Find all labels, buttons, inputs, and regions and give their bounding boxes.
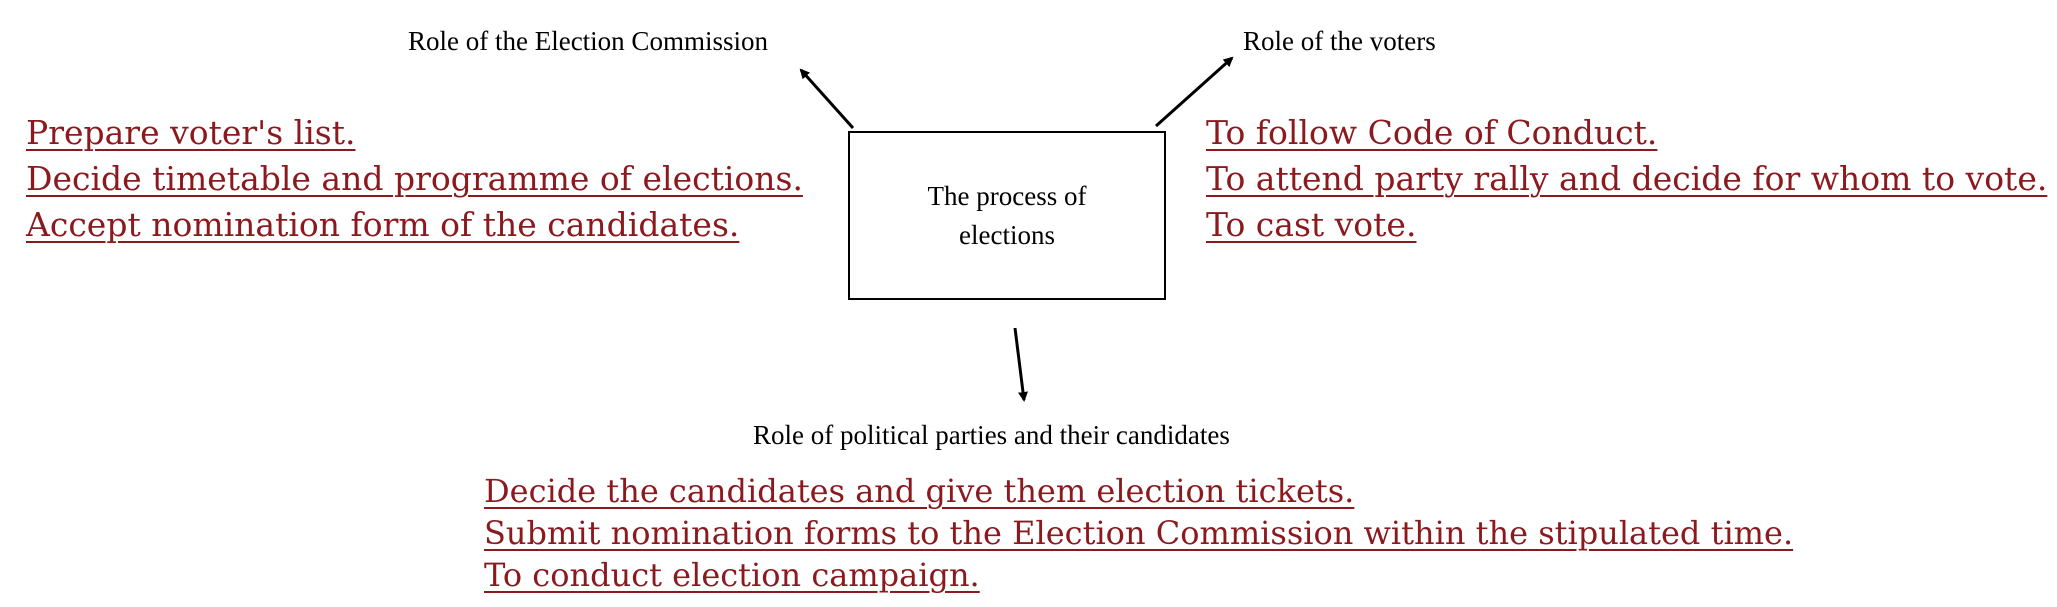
center-process-box: The process of elections — [848, 131, 1166, 300]
arrow-to-voters — [1154, 56, 1234, 128]
answer-line: Decide timetable and programme of electi… — [26, 159, 803, 198]
answer-line: To follow Code of Conduct. — [1206, 113, 1658, 152]
election-commission-title: Role of the Election Commission — [408, 26, 768, 56]
answer-line: Accept nomination form of the candidates… — [26, 205, 740, 244]
voters-answers: To follow Code of Conduct. To attend par… — [1206, 110, 2047, 248]
answer-line: Submit nomination forms to the Election … — [484, 514, 1794, 552]
voters-title: Role of the voters — [1243, 26, 1436, 56]
answer-line: To conduct election campaign. — [484, 556, 980, 594]
center-box-line-1: The process of — [927, 180, 1087, 211]
political-parties-title: Role of political parties and their cand… — [753, 420, 1230, 450]
political-parties-answers: Decide the candidates and give them elec… — [484, 470, 1793, 596]
arrow-to-political-parties — [1013, 327, 1028, 402]
answer-line: To cast vote. — [1206, 205, 1417, 244]
arrow-to-election-commission — [799, 68, 855, 130]
election-commission-answers: Prepare voter's list. Decide timetable a… — [26, 110, 803, 248]
answer-line: Decide the candidates and give them elec… — [484, 472, 1355, 510]
center-box-line-2: elections — [959, 219, 1055, 250]
answer-line: To attend party rally and decide for who… — [1206, 159, 2048, 198]
answer-line: Prepare voter's list. — [26, 113, 356, 152]
